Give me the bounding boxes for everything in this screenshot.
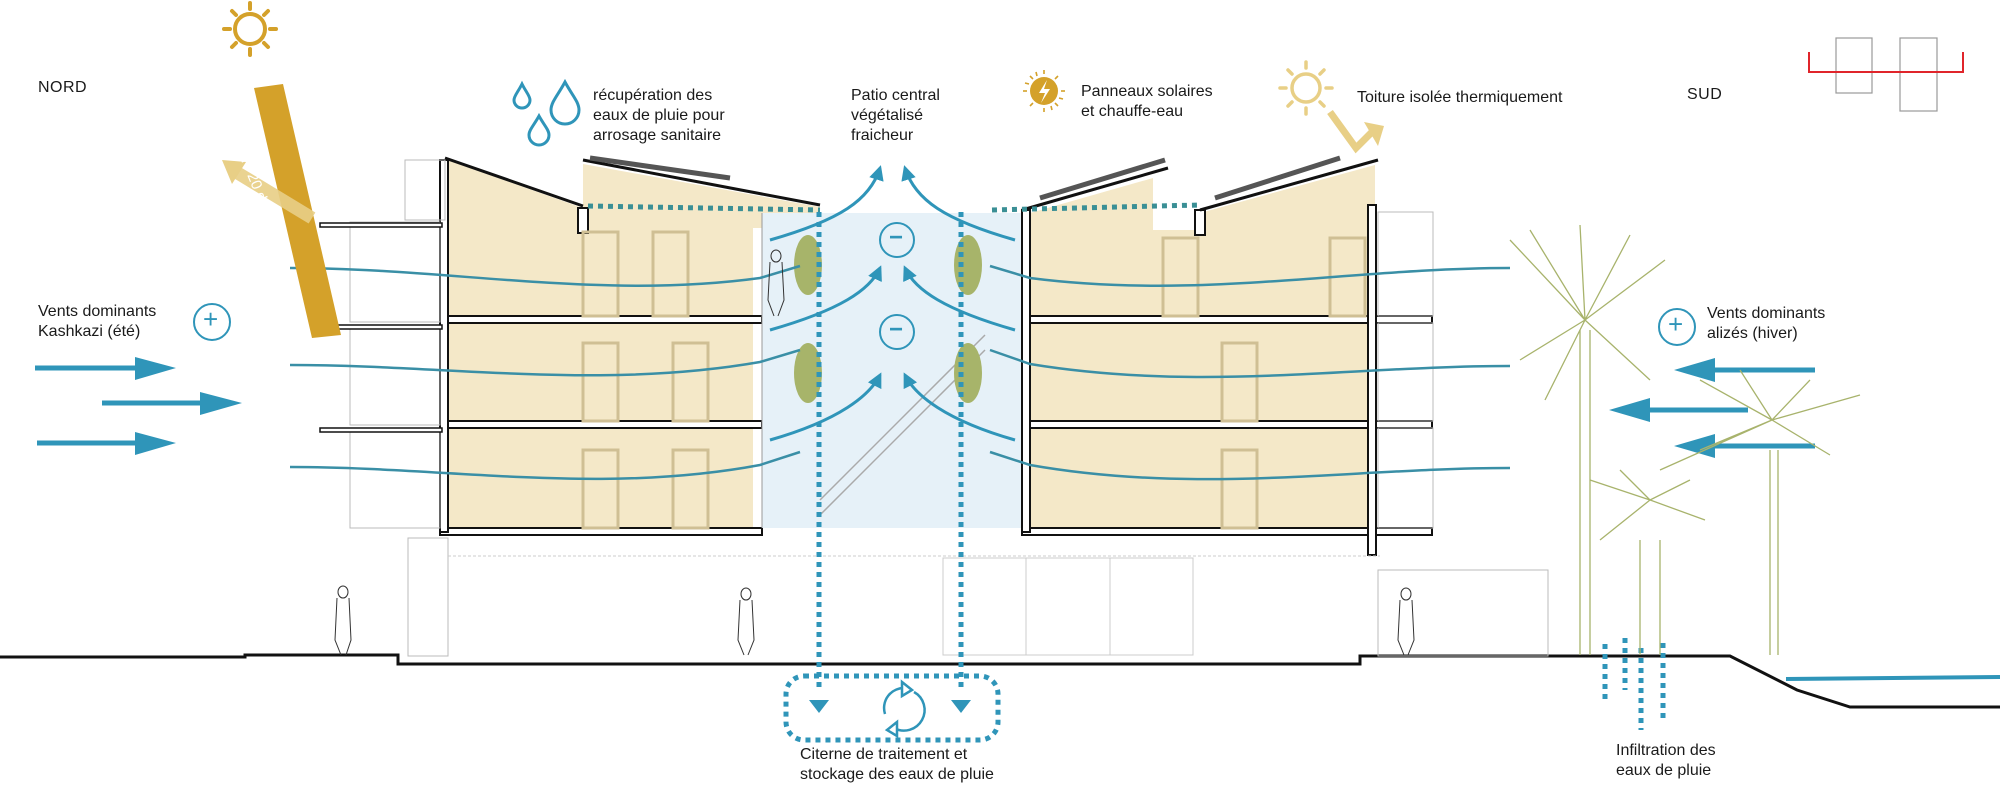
patio-line-1: Patio central xyxy=(851,87,940,104)
rainwater-collection-lines xyxy=(587,202,1201,213)
ground-line xyxy=(0,653,2000,709)
wind-arrows-south xyxy=(1609,358,1815,458)
roof-line-1: Toiture isolée thermiquement xyxy=(1357,89,1563,106)
patio-annotation: Patio central végétalisé fraicheur xyxy=(851,86,940,146)
rainwater-line-1: récupération des xyxy=(593,87,713,104)
solar-line-1: Panneaux solaires xyxy=(1081,83,1213,100)
positive-pressure-south: + xyxy=(1668,309,1684,339)
infiltration-annotation: Infiltration des eaux de pluie xyxy=(1616,741,1716,781)
roof-annotation: Toiture isolée thermiquement xyxy=(1357,88,1562,108)
negative-pressure-lower: − xyxy=(889,316,904,343)
south-label: SUD xyxy=(1687,86,1723,103)
solar-annotation: Panneaux solaires et chauffe-eau xyxy=(1081,82,1213,122)
wind-south-line-2: alizés (hiver) xyxy=(1707,325,1798,342)
cistern-tank xyxy=(783,673,1001,743)
negative-pressure-markers xyxy=(879,222,915,350)
rainwater-downpipes xyxy=(816,212,1666,730)
rainwater-line-3: arrosage sanitaire xyxy=(593,127,722,144)
solar-panel-icon xyxy=(1023,70,1065,112)
airflow-lines xyxy=(289,264,1511,481)
ground-floor xyxy=(448,555,1380,656)
palm-trees xyxy=(1509,224,1861,655)
water-table-line xyxy=(1785,675,2000,681)
cistern-annotation: Citerne de traitement et stockage des ea… xyxy=(800,745,994,785)
wind-south-annotation: Vents dominants alizés (hiver) xyxy=(1707,304,1825,344)
sun-icon-roof xyxy=(1278,60,1334,116)
patio-updraft-arrows xyxy=(769,165,1016,442)
wind-north-line-1: Vents dominants xyxy=(38,303,157,320)
infiltration-line-1: Infiltration des xyxy=(1616,742,1716,759)
patio-line-2: végétalisé xyxy=(851,107,924,124)
wind-north-line-2: Kashkazi (été) xyxy=(38,323,141,340)
negative-pressure-upper: − xyxy=(889,224,904,251)
wind-south-line-1: Vents dominants xyxy=(1707,305,1826,322)
positive-pressure-north: + xyxy=(203,304,219,334)
cistern-line-1: Citerne de traitement et xyxy=(800,746,968,763)
central-patio xyxy=(761,213,1025,528)
downpipe-arrows xyxy=(809,700,971,713)
patio-line-3: fraicheur xyxy=(851,127,914,144)
solar-line-2: et chauffe-eau xyxy=(1081,103,1184,120)
wind-north-annotation: Vents dominants Kashkazi (été) xyxy=(38,302,156,342)
infiltration-line-2: eaux de pluie xyxy=(1616,762,1712,779)
sun-reflection-arrow xyxy=(222,160,316,224)
section-key-icon xyxy=(1808,37,1964,112)
roof-reflection-arrow xyxy=(1327,109,1384,154)
positive-pressure-markers xyxy=(193,303,1696,346)
rainwater-annotation: récupération des eaux de pluie pour arro… xyxy=(593,86,725,146)
north-label: NORD xyxy=(38,79,88,96)
building-south-wing xyxy=(1021,155,1549,657)
raindrops-icon xyxy=(512,78,581,147)
people-silhouettes xyxy=(334,249,1415,656)
recycle-icon xyxy=(882,679,926,739)
wind-arrows-north xyxy=(35,357,242,455)
building-north-wing xyxy=(319,155,821,657)
rainwater-line-2: eaux de pluie pour xyxy=(593,107,725,124)
cistern-line-2: stockage des eaux de pluie xyxy=(800,766,994,783)
sun-icon-top xyxy=(222,1,278,57)
